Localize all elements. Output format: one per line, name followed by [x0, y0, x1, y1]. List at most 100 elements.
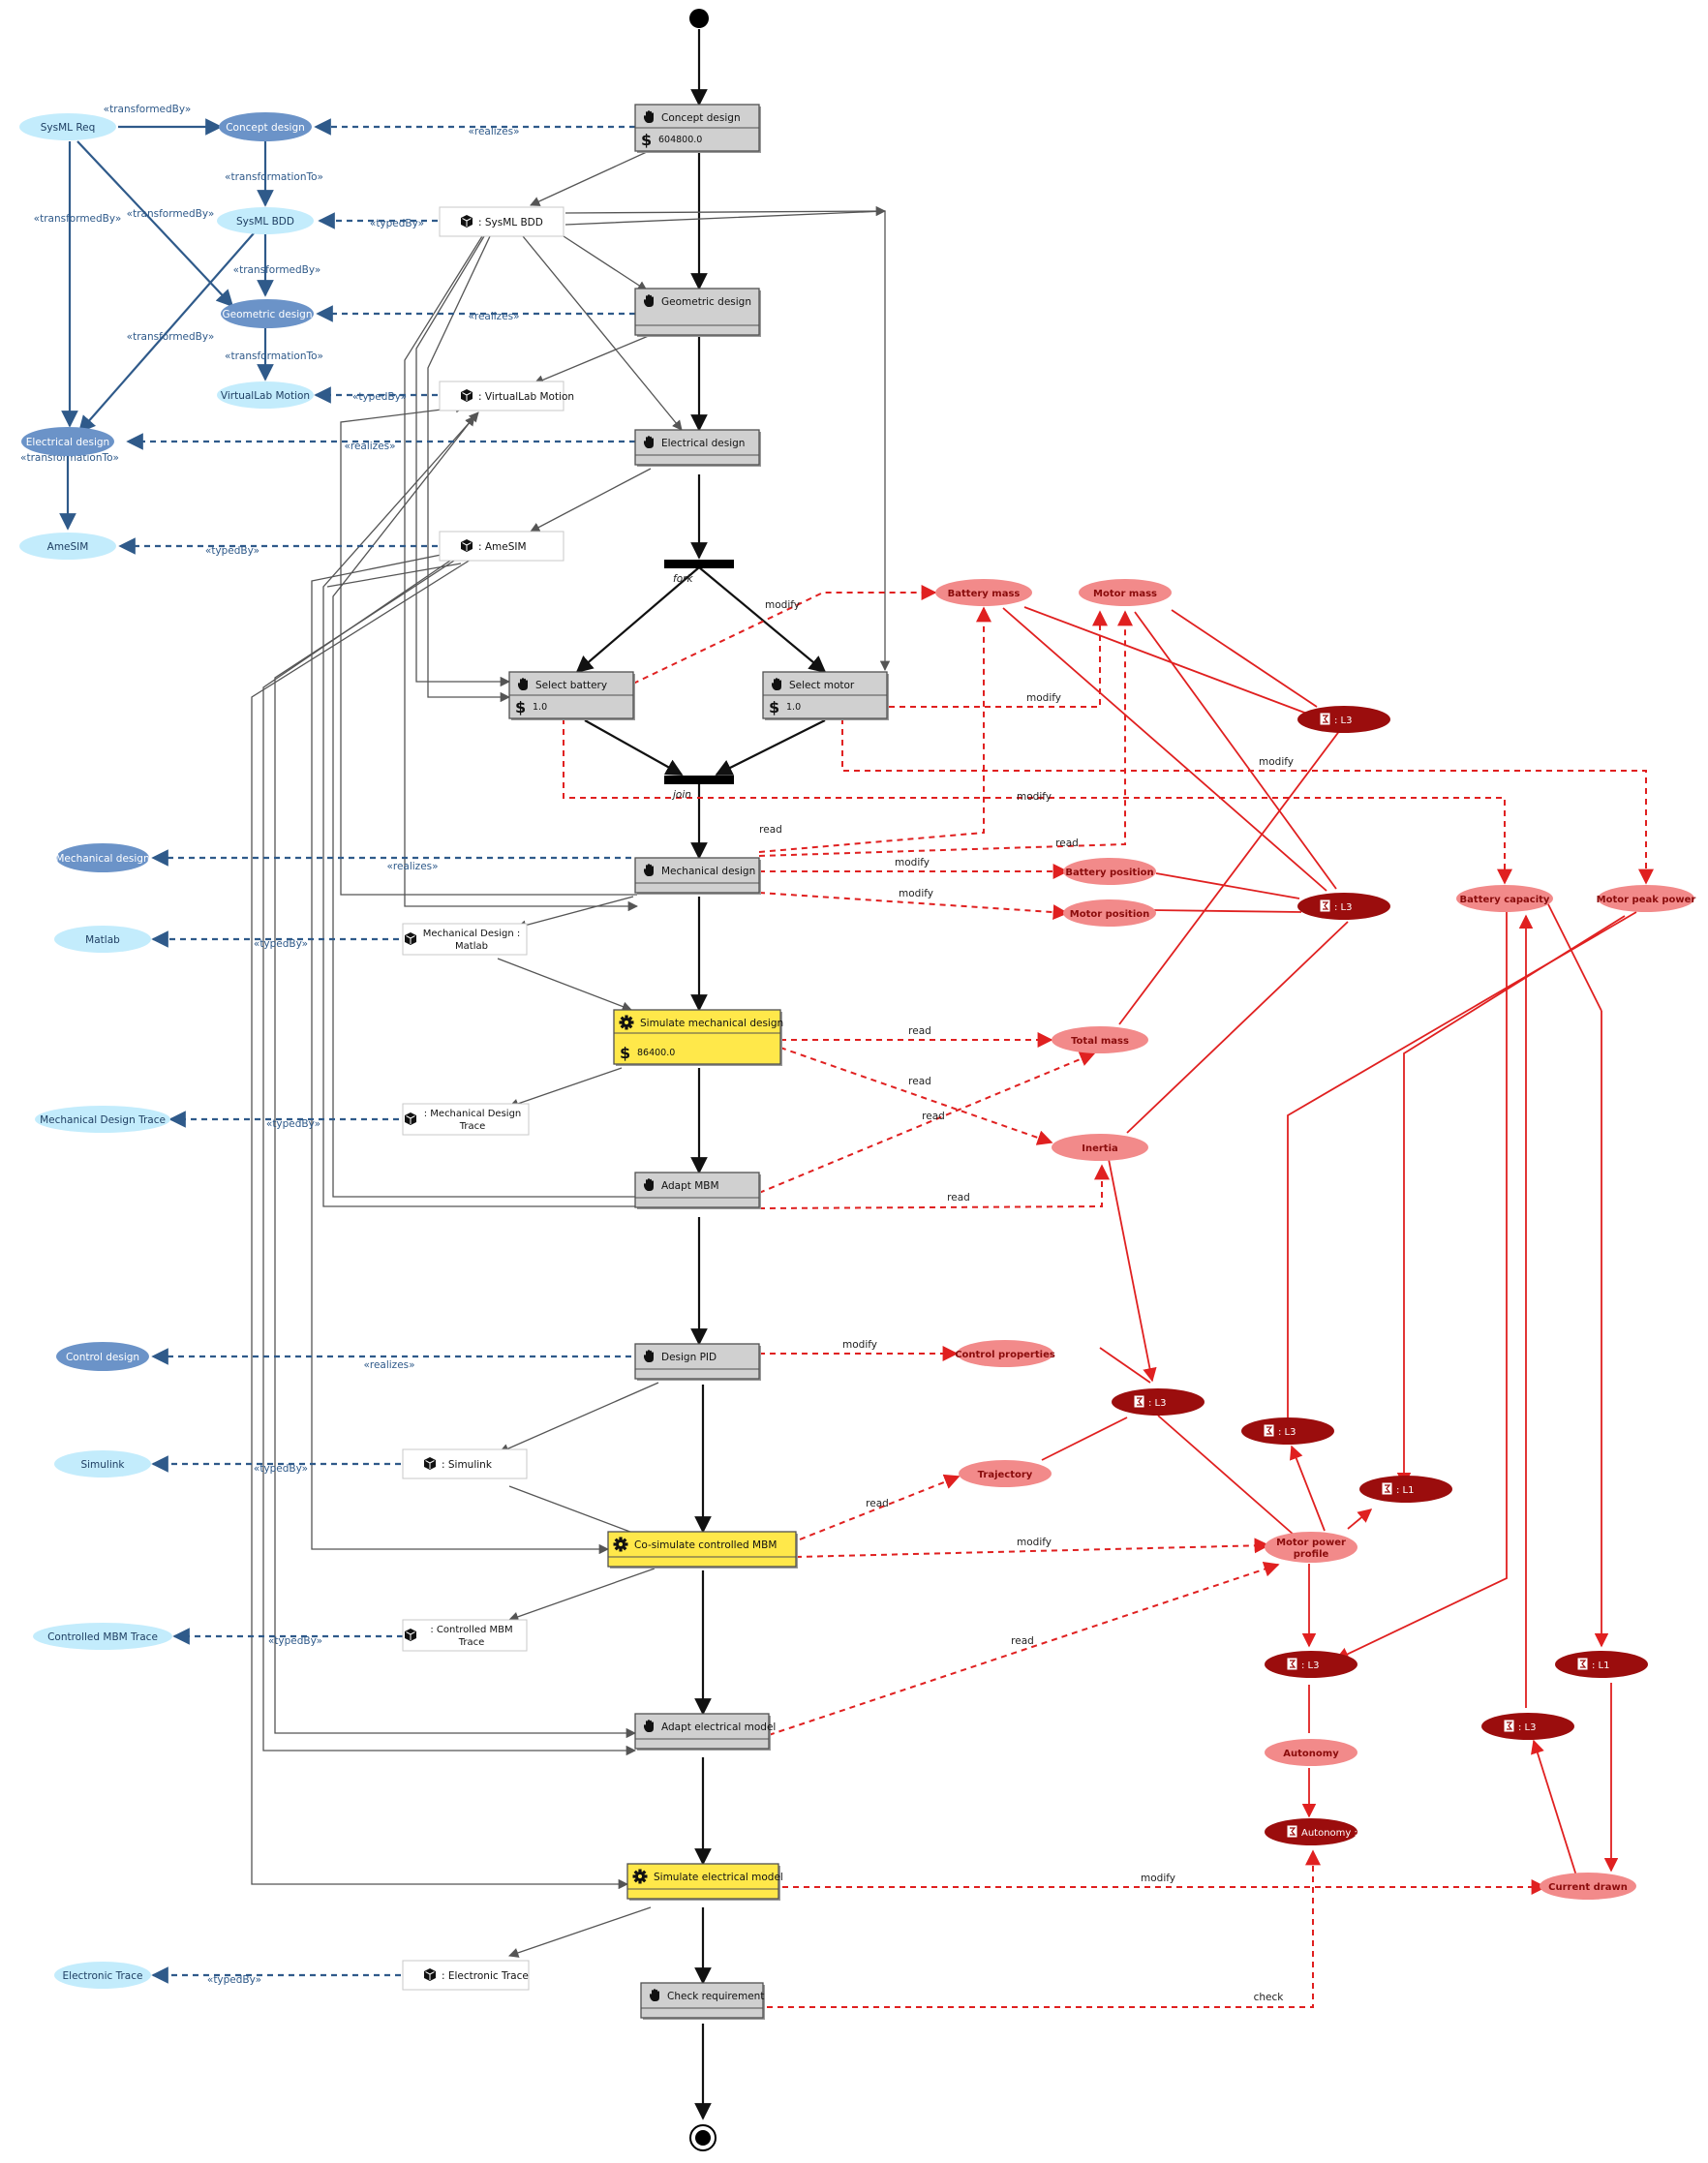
- formalism-matlab[interactable]: Matlab: [54, 926, 151, 953]
- formalism-mechanical-design-trace[interactable]: Mechanical Design Trace: [35, 1106, 170, 1133]
- formalism-amesim[interactable]: AmeSIM: [19, 533, 116, 560]
- link-label: «transformedBy»: [34, 213, 122, 225]
- formalism-sysml-req[interactable]: SysML Req: [19, 113, 116, 140]
- link-label: modify: [1141, 1873, 1175, 1884]
- activity-simulate-electrical-model[interactable]: Simulate electrical model: [626, 1863, 783, 1901]
- activity-mechanical-design[interactable]: Mechanical design: [634, 857, 761, 895]
- param-battery-capacity[interactable]: Battery capacity: [1456, 885, 1553, 912]
- node-label: Motor peak power: [1597, 895, 1696, 905]
- formalism-electrical-design[interactable]: Electrical design: [21, 427, 114, 456]
- param-inertia[interactable]: Inertia: [1052, 1134, 1148, 1161]
- param-motor-mass[interactable]: Motor mass: [1079, 579, 1172, 606]
- link-label: «typedBy»: [205, 545, 259, 557]
- formalism-electronic-trace[interactable]: Electronic Trace: [54, 1962, 151, 1989]
- node-label: Electrical design: [26, 437, 109, 448]
- node-label: Adapt MBM: [661, 1180, 719, 1192]
- node-label: Mechanical Design :: [423, 929, 521, 939]
- artifact-electronic-trace[interactable]: : Electronic Trace: [402, 1960, 530, 1991]
- join-bar: [664, 776, 734, 784]
- node-label: Geometric design: [661, 296, 751, 308]
- initial-node: [689, 9, 709, 28]
- node-label: Co-simulate controlled MBM: [634, 1539, 777, 1551]
- param-motor-peak-power[interactable]: Motor peak power: [1597, 885, 1696, 912]
- link-label: «typedBy»: [268, 1635, 322, 1647]
- activity-adapt-mbm[interactable]: Adapt MBM: [634, 1172, 761, 1209]
- activity-select-motor[interactable]: Select motor$1.0: [762, 671, 889, 720]
- constraint-l3-control[interactable]: : L3: [1112, 1388, 1205, 1416]
- parameter-access-links: [563, 585, 1654, 2008]
- constraint-autonomy-l1[interactable]: Autonomy : L1: [1265, 1818, 1372, 1845]
- activity-check-requirement[interactable]: Check requirement: [640, 1982, 765, 2020]
- artifact-amesim[interactable]: : AmeSIM: [439, 531, 564, 562]
- activity-design-pid[interactable]: Design PID: [634, 1343, 761, 1381]
- activity-electrical-design[interactable]: Electrical design: [634, 429, 761, 467]
- param-motor-position[interactable]: Motor position: [1063, 899, 1156, 927]
- node-label: : L1: [1396, 1485, 1414, 1496]
- activity-simulate-mechanical-design[interactable]: Simulate mechanical design$86400.0: [613, 1009, 783, 1066]
- hand-icon: [644, 110, 654, 123]
- artifact-simulink[interactable]: : Simulink: [402, 1448, 528, 1479]
- formalism-geometric-design[interactable]: Geometric design: [221, 299, 314, 328]
- constraint-l3-power[interactable]: : L3: [1265, 1651, 1357, 1678]
- cube-icon: [461, 215, 473, 228]
- constraint-l3-current[interactable]: : L3: [1481, 1713, 1574, 1740]
- node-label: profile: [1294, 1549, 1329, 1560]
- formalism-concept-design[interactable]: Concept design: [219, 112, 312, 141]
- constraint-icon: [1287, 1658, 1297, 1670]
- formalism-control-design[interactable]: Control design: [56, 1342, 149, 1371]
- node-label: 86400.0: [637, 1048, 675, 1058]
- activity-nodes: Concept design$604800.0 Geometric design…: [508, 104, 889, 2020]
- link-label: «realizes»: [468, 311, 519, 322]
- constraint-l3-mid[interactable]: : L3: [1297, 893, 1390, 920]
- formalism-sysml-bdd[interactable]: SysML BDD: [217, 207, 314, 234]
- fork-label: fork: [673, 573, 693, 585]
- constraint-l3-left[interactable]: : L3: [1241, 1417, 1334, 1445]
- node-label: VirtualLab Motion: [221, 390, 310, 402]
- param-battery-position[interactable]: Battery position: [1063, 858, 1156, 885]
- activity-adapt-electrical-model[interactable]: Adapt electrical model: [634, 1713, 776, 1751]
- node-label: Select battery: [535, 680, 607, 691]
- formalism-mechanical-design[interactable]: Mechanical design: [55, 843, 150, 872]
- link-label: «transformationTo»: [225, 171, 323, 183]
- node-label: : L3: [1334, 902, 1352, 913]
- param-battery-mass[interactable]: Battery mass: [935, 579, 1032, 606]
- artifact-sysml-bdd[interactable]: : SysML BDD: [439, 206, 564, 237]
- node-label: Control properties: [955, 1350, 1055, 1360]
- param-autonomy[interactable]: Autonomy: [1265, 1739, 1357, 1766]
- dollar-icon: $: [641, 131, 652, 149]
- activity-select-battery[interactable]: Select battery$1.0: [508, 671, 635, 720]
- constraint-icon: [1382, 1482, 1392, 1495]
- param-total-mass[interactable]: Total mass: [1052, 1026, 1148, 1053]
- hand-icon: [650, 1989, 659, 2001]
- constraint-icon: [1320, 713, 1330, 725]
- node-label: : AmeSIM: [478, 541, 527, 553]
- node-label: Autonomy: [1283, 1749, 1339, 1759]
- constraint-l1-left[interactable]: : L1: [1359, 1476, 1452, 1503]
- activity-cosimulate-controlled-mbm[interactable]: Co-simulate controlled MBM: [607, 1531, 798, 1569]
- activity-concept-design[interactable]: Concept design$604800.0: [634, 104, 761, 153]
- param-control-properties[interactable]: Control properties: [955, 1340, 1055, 1367]
- join-label: join: [671, 789, 691, 801]
- node-label: Design PID: [661, 1352, 717, 1363]
- constraint-l3-top[interactable]: : L3: [1297, 706, 1390, 733]
- node-label: Battery capacity: [1460, 895, 1550, 905]
- param-trajectory[interactable]: Trajectory: [959, 1460, 1052, 1487]
- cube-icon: [461, 539, 473, 552]
- link-label: modify: [1259, 756, 1294, 768]
- param-current-drawn[interactable]: Current drawn: [1540, 1873, 1636, 1900]
- link-label: «transformedBy»: [127, 208, 215, 220]
- cube-icon: [405, 1629, 416, 1641]
- formalism-virtuallab-motion[interactable]: VirtualLab Motion: [217, 381, 314, 409]
- constraint-l1-right[interactable]: : L1: [1555, 1651, 1648, 1678]
- formalism-simulink[interactable]: Simulink: [54, 1450, 151, 1478]
- activity-geometric-design[interactable]: Geometric design: [634, 288, 761, 337]
- formalism-controlled-mbm-trace[interactable]: Controlled MBM Trace: [33, 1623, 172, 1650]
- link-label: modify: [765, 599, 800, 611]
- artifact-virtuallab-motion[interactable]: : VirtualLab Motion: [439, 381, 574, 411]
- constraint-icon: [1287, 1825, 1297, 1838]
- artifact-mechanical-design-matlab[interactable]: Mechanical Design :Matlab: [402, 923, 528, 956]
- link-label: «realizes»: [386, 861, 438, 872]
